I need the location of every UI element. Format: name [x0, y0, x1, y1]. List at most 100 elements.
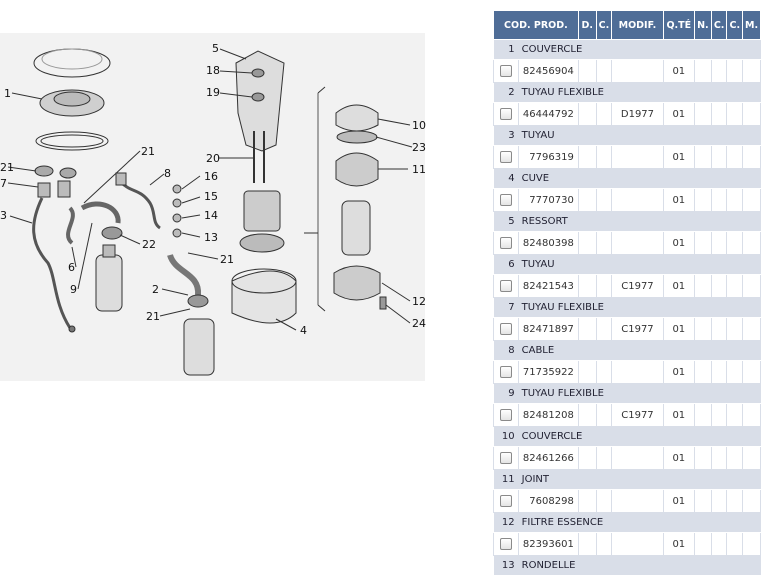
select-checkbox[interactable]	[500, 452, 513, 464]
select-checkbox[interactable]	[500, 151, 513, 163]
c2-cell	[710, 59, 728, 83]
c2-cell	[710, 360, 728, 384]
select-cell[interactable]	[492, 102, 520, 126]
callout-18: 18	[206, 64, 220, 77]
qty-cell: 01	[662, 532, 696, 556]
product-code: 46444792	[518, 102, 579, 126]
product-code: 82393601	[518, 532, 579, 556]
header-modif: MODIF.	[611, 10, 664, 40]
product-code: 7770730	[518, 188, 579, 212]
m-cell	[742, 403, 761, 427]
part-number: 7	[493, 297, 519, 318]
callout-22: 22	[142, 238, 156, 251]
c2-cell	[710, 317, 728, 341]
table-header-row: COD. PROD. D. C. MODIF. Q.TÉ N. C. C. M.	[493, 10, 761, 40]
select-checkbox[interactable]	[500, 194, 513, 206]
callout-21: 21	[146, 310, 160, 323]
part-name: CABLE	[518, 340, 761, 361]
d-cell	[577, 403, 597, 427]
callout-11: 11	[412, 163, 426, 176]
select-checkbox[interactable]	[500, 280, 513, 292]
n-cell	[694, 446, 712, 470]
select-checkbox[interactable]	[500, 323, 513, 335]
d-cell	[577, 59, 597, 83]
select-checkbox[interactable]	[500, 538, 513, 550]
d-cell	[577, 532, 597, 556]
c-cell	[595, 446, 613, 470]
select-checkbox[interactable]	[500, 108, 513, 120]
select-cell[interactable]	[492, 274, 520, 298]
c-cell	[595, 317, 613, 341]
select-checkbox[interactable]	[500, 237, 513, 249]
callout-1: 1	[4, 87, 11, 100]
c-cell	[595, 532, 613, 556]
d-cell	[577, 489, 597, 513]
select-cell[interactable]	[492, 317, 520, 341]
n-cell	[694, 360, 712, 384]
exploded-view-drawing: 1 21 7 3 21 8 6 9 22 5 18 19 20 16 15 14…	[0, 42, 426, 376]
callout-3: 3	[0, 209, 7, 222]
header-qty: Q.TÉ	[662, 10, 696, 40]
select-checkbox[interactable]	[500, 366, 513, 378]
parts-diagram: 1 21 7 3 21 8 6 9 22 5 18 19 20 16 15 14…	[0, 33, 426, 381]
select-checkbox[interactable]	[500, 495, 513, 507]
part-name: TUYAU FLEXIBLE	[518, 297, 761, 318]
callout-8: 8	[164, 167, 171, 180]
part-detail-row: 82393601 01	[492, 532, 761, 556]
callout-7: 7	[0, 177, 7, 190]
select-cell[interactable]	[492, 489, 520, 513]
qty-cell: 01	[662, 489, 696, 513]
callout-21: 21	[0, 161, 14, 174]
select-cell[interactable]	[492, 446, 520, 470]
select-cell[interactable]	[492, 403, 520, 427]
c-cell	[595, 145, 613, 169]
m-cell	[742, 188, 761, 212]
product-code: 82471897	[518, 317, 579, 341]
callout-13: 13	[204, 231, 218, 244]
select-cell[interactable]	[492, 532, 520, 556]
c3-cell	[726, 188, 744, 212]
modif-cell	[611, 188, 664, 212]
select-cell[interactable]	[492, 188, 520, 212]
modif-cell	[611, 145, 664, 169]
modif-cell	[611, 446, 664, 470]
m-cell	[742, 274, 761, 298]
part-name: COUVERCLE	[518, 426, 761, 447]
m-cell	[742, 231, 761, 255]
callout-15: 15	[204, 190, 218, 203]
part-number: 10	[493, 426, 519, 447]
select-cell[interactable]	[492, 145, 520, 169]
callout-16: 16	[204, 170, 218, 183]
select-cell[interactable]	[492, 360, 520, 384]
c2-cell	[710, 231, 728, 255]
part-number: 2	[493, 82, 519, 103]
c3-cell	[726, 317, 744, 341]
modif-cell	[611, 59, 664, 83]
part-name: JOINT	[518, 469, 761, 490]
c3-cell	[726, 59, 744, 83]
select-cell[interactable]	[492, 59, 520, 83]
product-code: 7796319	[518, 145, 579, 169]
cover-ring-shape	[33, 48, 111, 78]
part-number: 11	[493, 469, 519, 490]
select-checkbox[interactable]	[500, 409, 513, 421]
callout-5: 5	[212, 42, 219, 55]
select-cell[interactable]	[492, 231, 520, 255]
d-cell	[577, 317, 597, 341]
callout-19: 19	[206, 86, 220, 99]
c3-cell	[726, 532, 744, 556]
n-cell	[694, 317, 712, 341]
m-cell	[742, 446, 761, 470]
select-checkbox[interactable]	[500, 65, 513, 77]
